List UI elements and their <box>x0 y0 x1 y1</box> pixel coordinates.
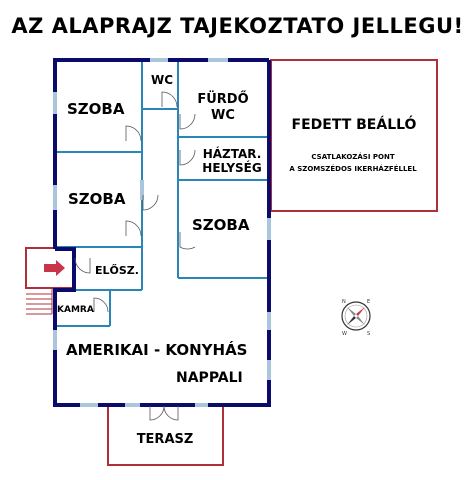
compass-icon: N E W S <box>341 299 371 337</box>
room-label-helyseg: HELYSÉG <box>202 160 261 175</box>
note-line-1: CSATLAKOZÁSI PONT <box>311 152 394 161</box>
room-label-nappali-2: NAPPALI <box>176 370 243 386</box>
room-label-haztar: HÁZTAR. <box>203 146 262 161</box>
room-label-szoba-3: SZOBA <box>192 216 250 234</box>
svg-text:S: S <box>367 331 370 337</box>
windows <box>53 58 271 407</box>
note-line-2: A SZOMSZÉDOS IKERHÁZFÉLLEL <box>289 164 417 173</box>
door-swings <box>74 91 196 421</box>
entrance-steps <box>26 288 53 315</box>
room-label-szoba-2: SZOBA <box>68 190 126 208</box>
room-label-wc: WC <box>151 73 173 87</box>
room-label-furdo: FÜRDŐ <box>197 91 248 107</box>
entrance-arrow-icon <box>44 260 65 276</box>
page-title: AZ ALAPRAJZ TAJEKOZTATO JELLEGU! <box>11 14 464 38</box>
svg-text:E: E <box>367 299 370 305</box>
room-label-nappali-1: AMERIKAI - KONYHÁS <box>66 340 247 359</box>
room-label-szoba-1: SZOBA <box>67 100 125 118</box>
covered-parking-outline <box>270 59 438 212</box>
room-label-terasz: TERASZ <box>137 432 194 447</box>
svg-text:N: N <box>342 299 346 305</box>
room-label-eloszoba: ELŐSZ. <box>95 263 139 277</box>
room-label-fedett-beallo: FEDETT BEÁLLÓ <box>292 115 417 133</box>
room-label-furdo-wc: WC <box>211 108 235 123</box>
svg-text:W: W <box>342 331 347 337</box>
room-label-kamra: KAMRA <box>57 305 94 315</box>
